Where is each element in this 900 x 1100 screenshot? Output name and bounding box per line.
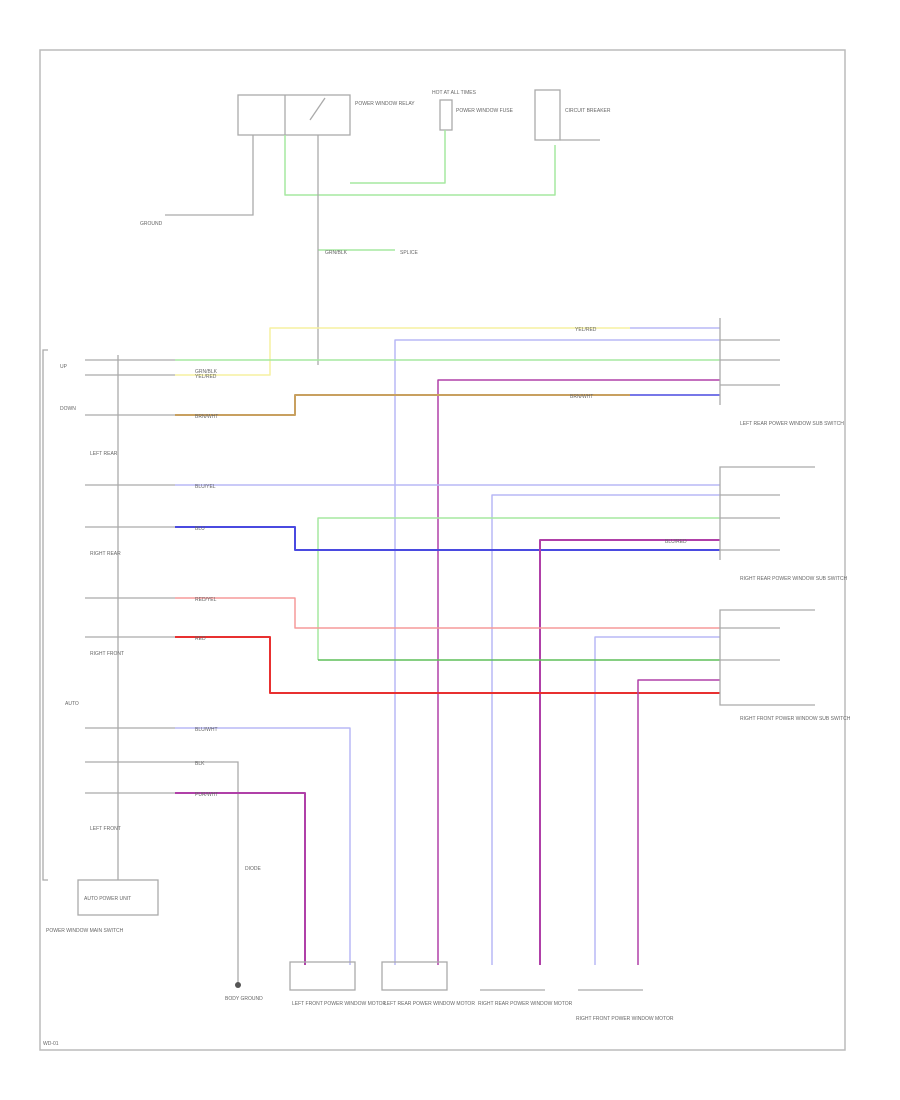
diode-label: DIODE <box>245 866 262 872</box>
auto-unit-label: AUTO POWER UNIT <box>84 896 131 902</box>
fuse2-label: CIRCUIT BREAKER <box>565 108 611 114</box>
power-window-relay: POWER WINDOW RELAY <box>237 94 415 136</box>
switch-lf-label: LEFT FRONT <box>90 826 121 832</box>
power-window-main-switch: AUTO POWER UNIT POWER WINDOW MAIN SWITCH… <box>42 349 159 934</box>
fuse-1: HOT AT ALL TIMES POWER WINDOW FUSE <box>432 90 514 131</box>
rr-switch-label: RIGHT REAR POWER WINDOW SUB SWITCH <box>740 576 848 582</box>
diagram-frame <box>39 49 846 1051</box>
wire-label: RED <box>195 636 206 642</box>
wire-label: BLU/RED <box>665 539 687 545</box>
wire-label: BLU <box>195 526 205 532</box>
switch-stubs <box>85 359 175 794</box>
wire-label: GRN/BLK <box>325 250 348 256</box>
wire-label: BRN/WHT <box>195 414 218 420</box>
lr-motor-label: LEFT REAR POWER WINDOW MOTOR <box>384 1001 475 1007</box>
ground-label: GROUND <box>140 221 163 227</box>
wire-label: BLK <box>195 761 205 767</box>
wire-label: GRN/BLK <box>195 369 218 375</box>
wire-label: YEL/RED <box>575 327 597 333</box>
lf-motor: LEFT FRONT POWER WINDOW MOTOR <box>289 961 387 1007</box>
right-rear-sub-switch: RIGHT REAR POWER WINDOW SUB SWITCH <box>719 466 848 582</box>
footer-code: WD-01 <box>43 1041 59 1047</box>
switch-up-label: UP <box>60 364 68 370</box>
wire-label: RED/YEL <box>195 597 217 603</box>
switch-rf-label: RIGHT FRONT <box>90 651 124 657</box>
rf-switch-label: RIGHT FRONT POWER WINDOW SUB SWITCH <box>740 716 851 722</box>
left-rear-sub-switch: LEFT REAR POWER WINDOW SUB SWITCH <box>719 318 844 427</box>
rr-motor-label: RIGHT REAR POWER WINDOW MOTOR <box>478 1001 573 1007</box>
switch-lr-label: LEFT REAR <box>90 451 118 457</box>
wire-labels: GRN/BLK YEL/RED BRN/WHT BLU/YEL BLU RED/… <box>195 327 687 798</box>
ground-point <box>235 982 241 988</box>
fuse-2: CIRCUIT BREAKER <box>534 89 611 141</box>
wire-label: BRN/WHT <box>570 394 593 400</box>
wire-label: YEL/RED <box>195 374 217 380</box>
auto-power-unit <box>77 879 159 916</box>
switch-rr-label: RIGHT REAR <box>90 551 121 557</box>
switch-down-label: DOWN <box>60 406 76 412</box>
wire-label: PUR/WHT <box>195 792 218 798</box>
lr-switch-label: LEFT REAR POWER WINDOW SUB SWITCH <box>740 421 844 427</box>
fuse1-label: POWER WINDOW FUSE <box>456 108 514 114</box>
relay-label: POWER WINDOW RELAY <box>355 101 415 107</box>
wires: BODY GROUND DIODE <box>175 327 720 1002</box>
wire-label: BLU/WHT <box>195 727 218 733</box>
lf-motor-label: LEFT FRONT POWER WINDOW MOTOR <box>292 1001 387 1007</box>
main-switch-label: POWER WINDOW MAIN SWITCH <box>46 928 124 934</box>
splice-label: SPLICE <box>400 250 418 256</box>
rr-motor: RIGHT REAR POWER WINDOW MOTOR <box>478 989 573 1007</box>
wire-label: BLU/YEL <box>195 484 216 490</box>
rf-motor-label: RIGHT FRONT POWER WINDOW MOTOR <box>576 1016 674 1022</box>
hot-label: HOT AT ALL TIMES <box>432 90 477 96</box>
green-power-feed: GRN/BLK SPLICE <box>284 130 556 256</box>
switch-auto-label: AUTO <box>65 701 79 707</box>
ground-wire <box>165 135 254 216</box>
lr-motor: LEFT REAR POWER WINDOW MOTOR <box>381 961 475 1007</box>
right-front-sub-switch: RIGHT FRONT POWER WINDOW SUB SWITCH <box>719 609 851 722</box>
rf-motor: RIGHT FRONT POWER WINDOW MOTOR <box>576 989 674 1022</box>
body-ground-label: BODY GROUND <box>225 996 263 1002</box>
